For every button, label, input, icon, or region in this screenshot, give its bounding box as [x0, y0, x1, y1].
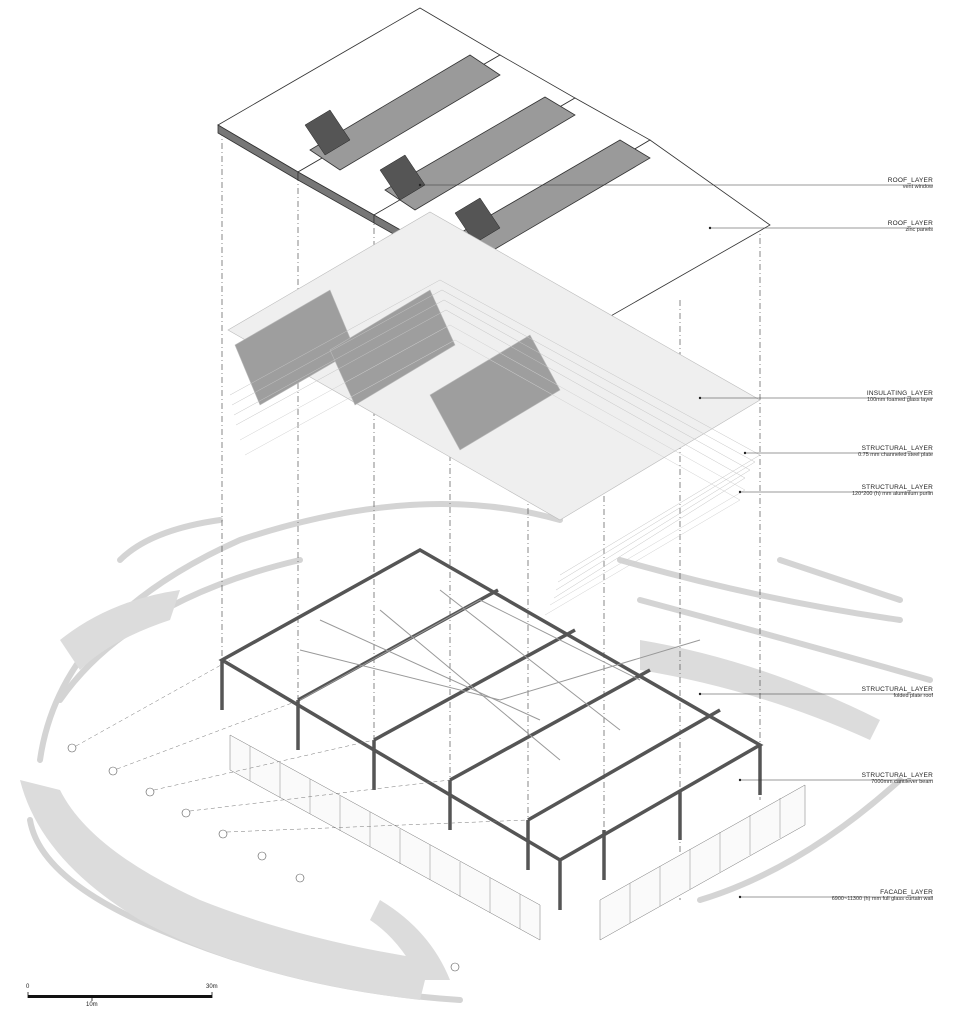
label-leaders — [420, 184, 933, 898]
label-title: STRUCTURAL_LAYER — [861, 484, 933, 491]
label-purlin: STRUCTURAL_LAYER 120*200 (h) mm aluminiu… — [852, 484, 933, 498]
scale-mid-label: 10m — [86, 1002, 98, 1008]
label-desc: 0.75 mm channeled steel plate — [858, 452, 933, 459]
facade-mullions — [249, 746, 781, 929]
facade-curtain-wall — [229, 734, 806, 941]
channeled-steel-plate — [229, 279, 761, 599]
label-title: ROOF_LAYER — [887, 220, 933, 227]
structural-diagonals — [299, 589, 701, 761]
label-insulating: INSULATING_LAYER 100mm foamed glass laye… — [867, 390, 933, 404]
scale-start-label: 0 — [26, 984, 30, 990]
label-roof-vent: ROOF_LAYER vent window — [888, 177, 933, 191]
insulating-layer — [227, 211, 761, 521]
vent-window-hatch — [304, 109, 501, 244]
label-title: INSULATING_LAYER — [866, 390, 933, 397]
label-title: FACADE_LAYER — [880, 889, 933, 896]
label-leader-dots — [418, 183, 747, 899]
label-roof-zinc: ROOF_LAYER zinc panels — [888, 220, 933, 234]
label-title: STRUCTURAL_LAYER — [861, 686, 933, 693]
label-folded-roof: STRUCTURAL_LAYER folded plate roof — [862, 686, 933, 700]
grid-axis-leaders — [75, 659, 529, 833]
label-desc: 7000mm cantilever beam — [871, 779, 933, 786]
label-title: STRUCTURAL_LAYER — [861, 445, 933, 452]
label-desc: 6900~11300 (h) mm full glass curtain wal… — [831, 896, 933, 903]
label-desc: folded plate roof — [893, 693, 933, 700]
label-desc: 120*200 (h) mm aluminium purlin — [851, 491, 933, 498]
label-title: STRUCTURAL_LAYER — [861, 772, 933, 779]
label-facade: FACADE_LAYER 6900~11300 (h) mm full glas… — [832, 889, 933, 903]
aluminium-purlin — [239, 324, 746, 616]
label-desc: zinc panels — [905, 227, 933, 234]
label-desc: vent window — [902, 184, 933, 191]
grid-axis-markers — [67, 743, 460, 972]
label-steel-plate: STRUCTURAL_LAYER 0.75 mm channeled steel… — [858, 445, 933, 459]
label-title: ROOF_LAYER — [887, 177, 933, 184]
scale-bar — [27, 992, 213, 1001]
label-cantilever: STRUCTURAL_LAYER 7000mm cantilever beam — [862, 772, 933, 786]
scale-end-label: 30m — [206, 984, 218, 990]
label-desc: 100mm foamed glass layer — [866, 397, 933, 404]
